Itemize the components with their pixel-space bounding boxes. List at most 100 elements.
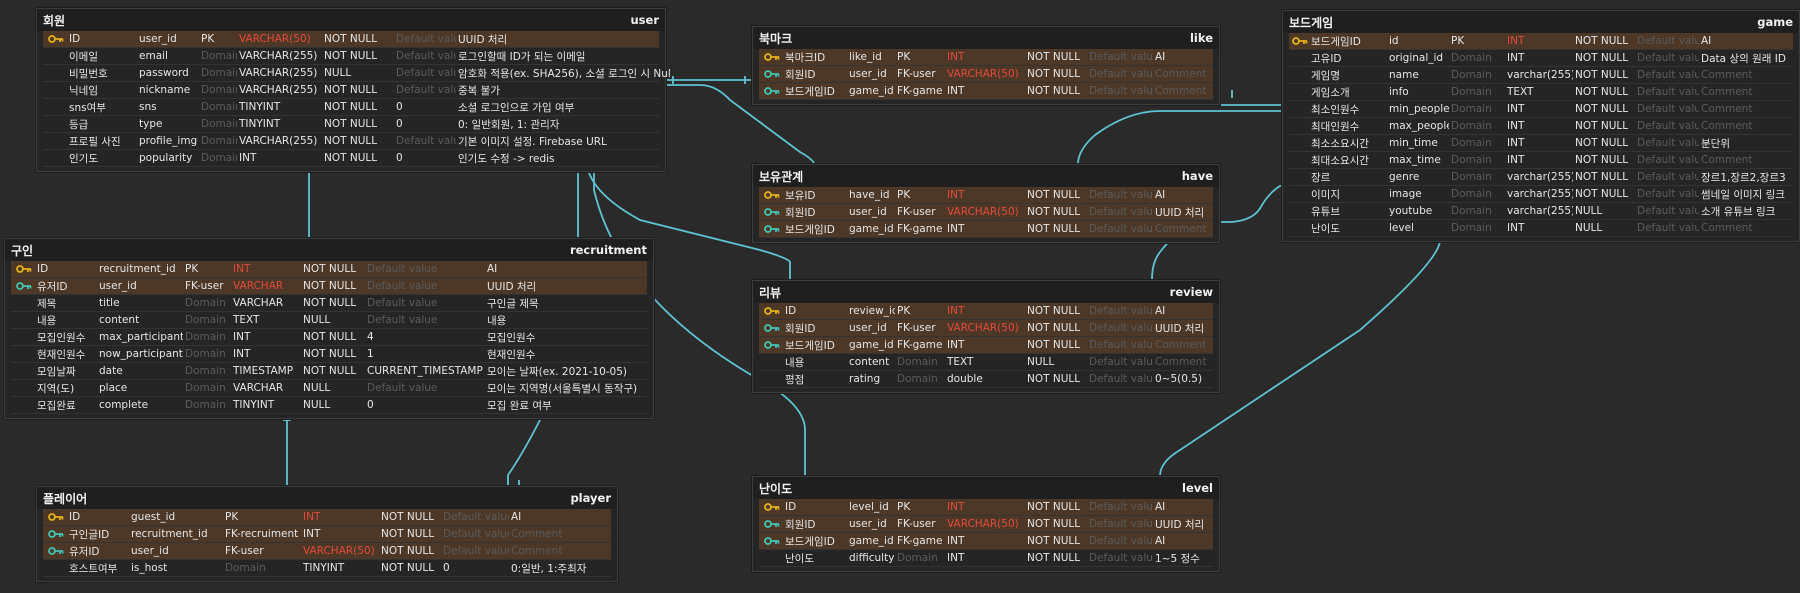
column-nullability: NOT NULL (1027, 322, 1081, 334)
column-type: VARCHAR(255) (239, 67, 318, 79)
column-key-label: PK (897, 501, 911, 513)
column-comment: 썸네일 이미지 링크 (1701, 188, 1785, 201)
column-type: varchar(255) (1507, 205, 1573, 217)
domain-placeholder: Domain (185, 348, 226, 360)
fk-key-icon (43, 546, 67, 556)
column-logical-name: 내용 (37, 314, 57, 327)
column-logical-name: 게임명 (1311, 69, 1340, 82)
wire-game-have[interactable] (1077, 110, 1282, 165)
comment-placeholder: Comment (1155, 85, 1207, 97)
default-placeholder: Default value (1089, 356, 1153, 368)
column-physical-name: guest_id (131, 511, 176, 523)
column-row[interactable]: 비밀번호passwordDomainVARCHAR(255)NULLDefaul… (43, 65, 671, 82)
column-physical-name: nickname (139, 84, 191, 96)
column-nullability: NOT NULL (1575, 171, 1629, 183)
default-placeholder: Default value (1637, 86, 1699, 98)
table-name: level (1182, 481, 1213, 495)
column-logical-name: 닉네임 (69, 84, 98, 97)
domain-placeholder: Domain (1451, 188, 1492, 200)
column-nullability: NOT NULL (1027, 206, 1081, 218)
default-placeholder: Default value (1637, 52, 1699, 64)
column-nullability: NOT NULL (1575, 137, 1629, 149)
column-key-label: PK (897, 305, 911, 317)
column-type: INT (1507, 103, 1525, 115)
column-nullability: NULL (303, 382, 331, 394)
default-placeholder: Default value (1637, 171, 1699, 183)
column-type: TINYINT (239, 118, 281, 130)
fk-key-icon (759, 519, 783, 529)
default-placeholder: Default value (396, 135, 456, 147)
column-row[interactable]: 이메일emailDomainVARCHAR(255)NOT NULLDefaul… (43, 48, 659, 65)
column-nullability: NOT NULL (324, 50, 378, 62)
column-row[interactable]: 닉네임nicknameDomainVARCHAR(255)NOT NULLDef… (43, 82, 659, 99)
column-comment: UUID 처리 (487, 280, 537, 293)
default-placeholder: Default value (396, 50, 456, 62)
default-placeholder: Default value (1089, 535, 1153, 547)
domain-placeholder: Domain (1451, 137, 1492, 149)
column-logical-name: 인기도 (69, 152, 98, 165)
column-nullability: NULL (1575, 205, 1603, 217)
